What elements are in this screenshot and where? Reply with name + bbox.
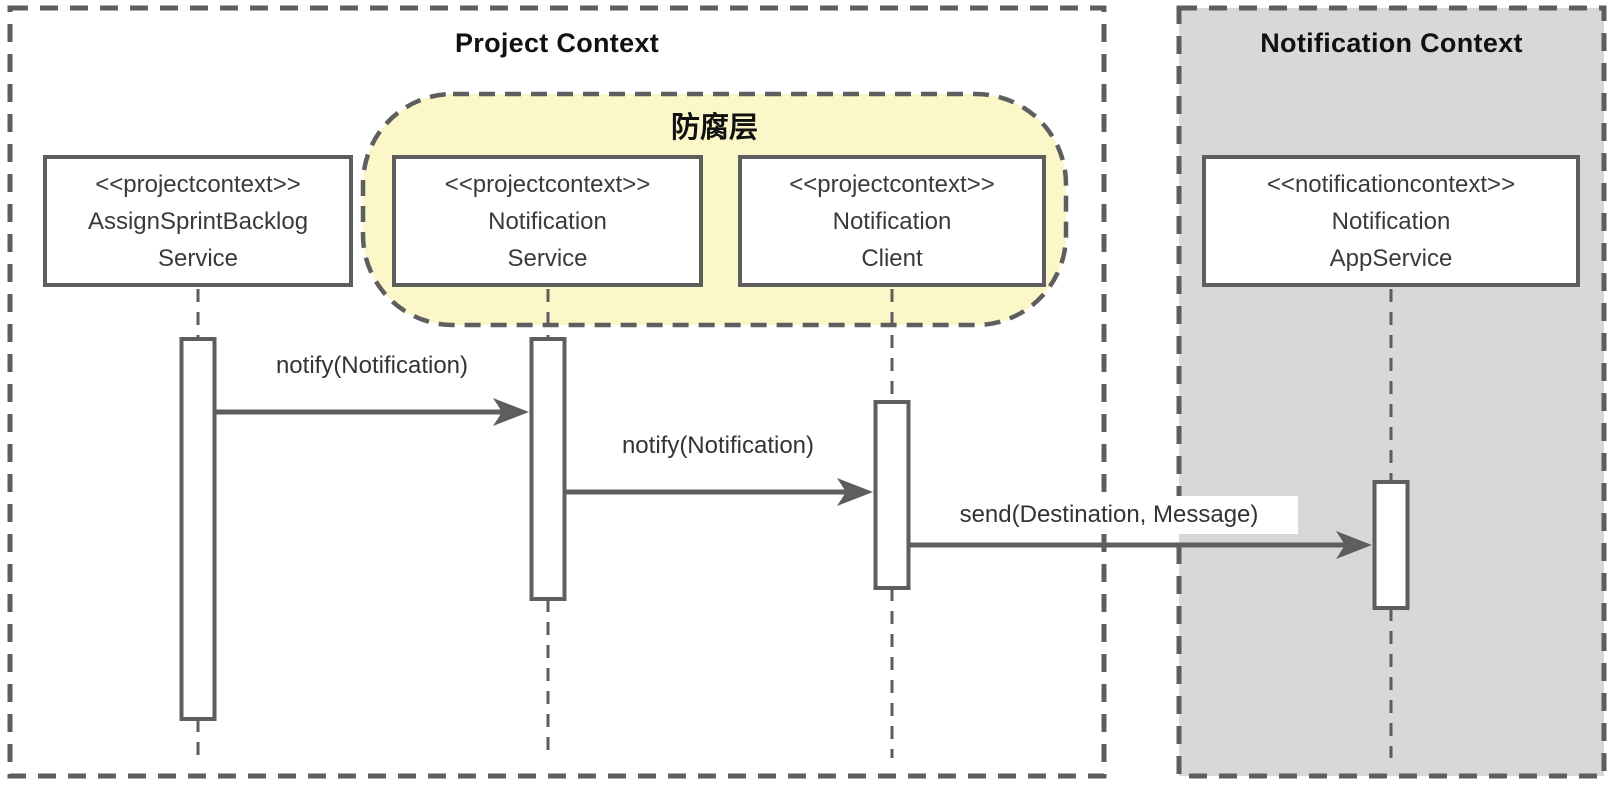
acl-label: 防腐层 [670, 112, 758, 144]
activation-bars-group [179, 337, 1410, 721]
lifelines-group [196, 289, 1393, 758]
arrowhead-icon-3 [1336, 531, 1372, 559]
activation-bar-notification-client [873, 400, 911, 590]
participant-name-line1: Notification [1331, 207, 1451, 235]
participant-notification-app-service: <<notificationcontext>> Notification App… [1202, 155, 1580, 287]
participant-name-line2: Service [157, 244, 239, 272]
message-label-notify-1: notify(Notification) [275, 352, 469, 379]
arrowhead-icon-2 [837, 478, 873, 506]
message-arrows-group [215, 409, 1355, 548]
activation-bar-notification-app-service [1372, 480, 1410, 610]
participant-notification-client: <<projectcontext>> Notification Client [738, 155, 1046, 287]
activation-bar-assign-sprint-backlog-service [179, 337, 217, 721]
participant-name-line1: Notification [488, 207, 607, 235]
participant-name-line2: Service [507, 244, 588, 272]
participant-name-line1: AssignSprintBacklog [87, 207, 309, 235]
message-arrowheads-group [493, 398, 1372, 559]
participant-name-line2: AppService [1329, 244, 1453, 272]
participant-stereotype: <<projectcontext>> [444, 170, 651, 198]
participant-name-line2: Client [861, 244, 923, 272]
participant-stereotype: <<projectcontext>> [789, 170, 995, 198]
notification-context-title: Notification Context [1260, 28, 1523, 58]
arrowhead-icon-1 [493, 398, 529, 426]
message-label-notify-2: notify(Notification) [621, 432, 815, 459]
participant-name-line1: Notification [832, 207, 952, 235]
participant-assign-sprint-backlog-service: <<projectcontext>> AssignSprintBacklog S… [43, 155, 353, 287]
project-context-title: Project Context [454, 28, 660, 58]
participant-stereotype: <<projectcontext>> [95, 170, 301, 198]
participant-stereotype: <<notificationcontext>> [1266, 170, 1516, 198]
message-label-send: send(Destination, Message) [920, 496, 1298, 534]
activation-bar-notification-service [529, 337, 567, 601]
participant-notification-service: <<projectcontext>> Notification Service [392, 155, 703, 287]
